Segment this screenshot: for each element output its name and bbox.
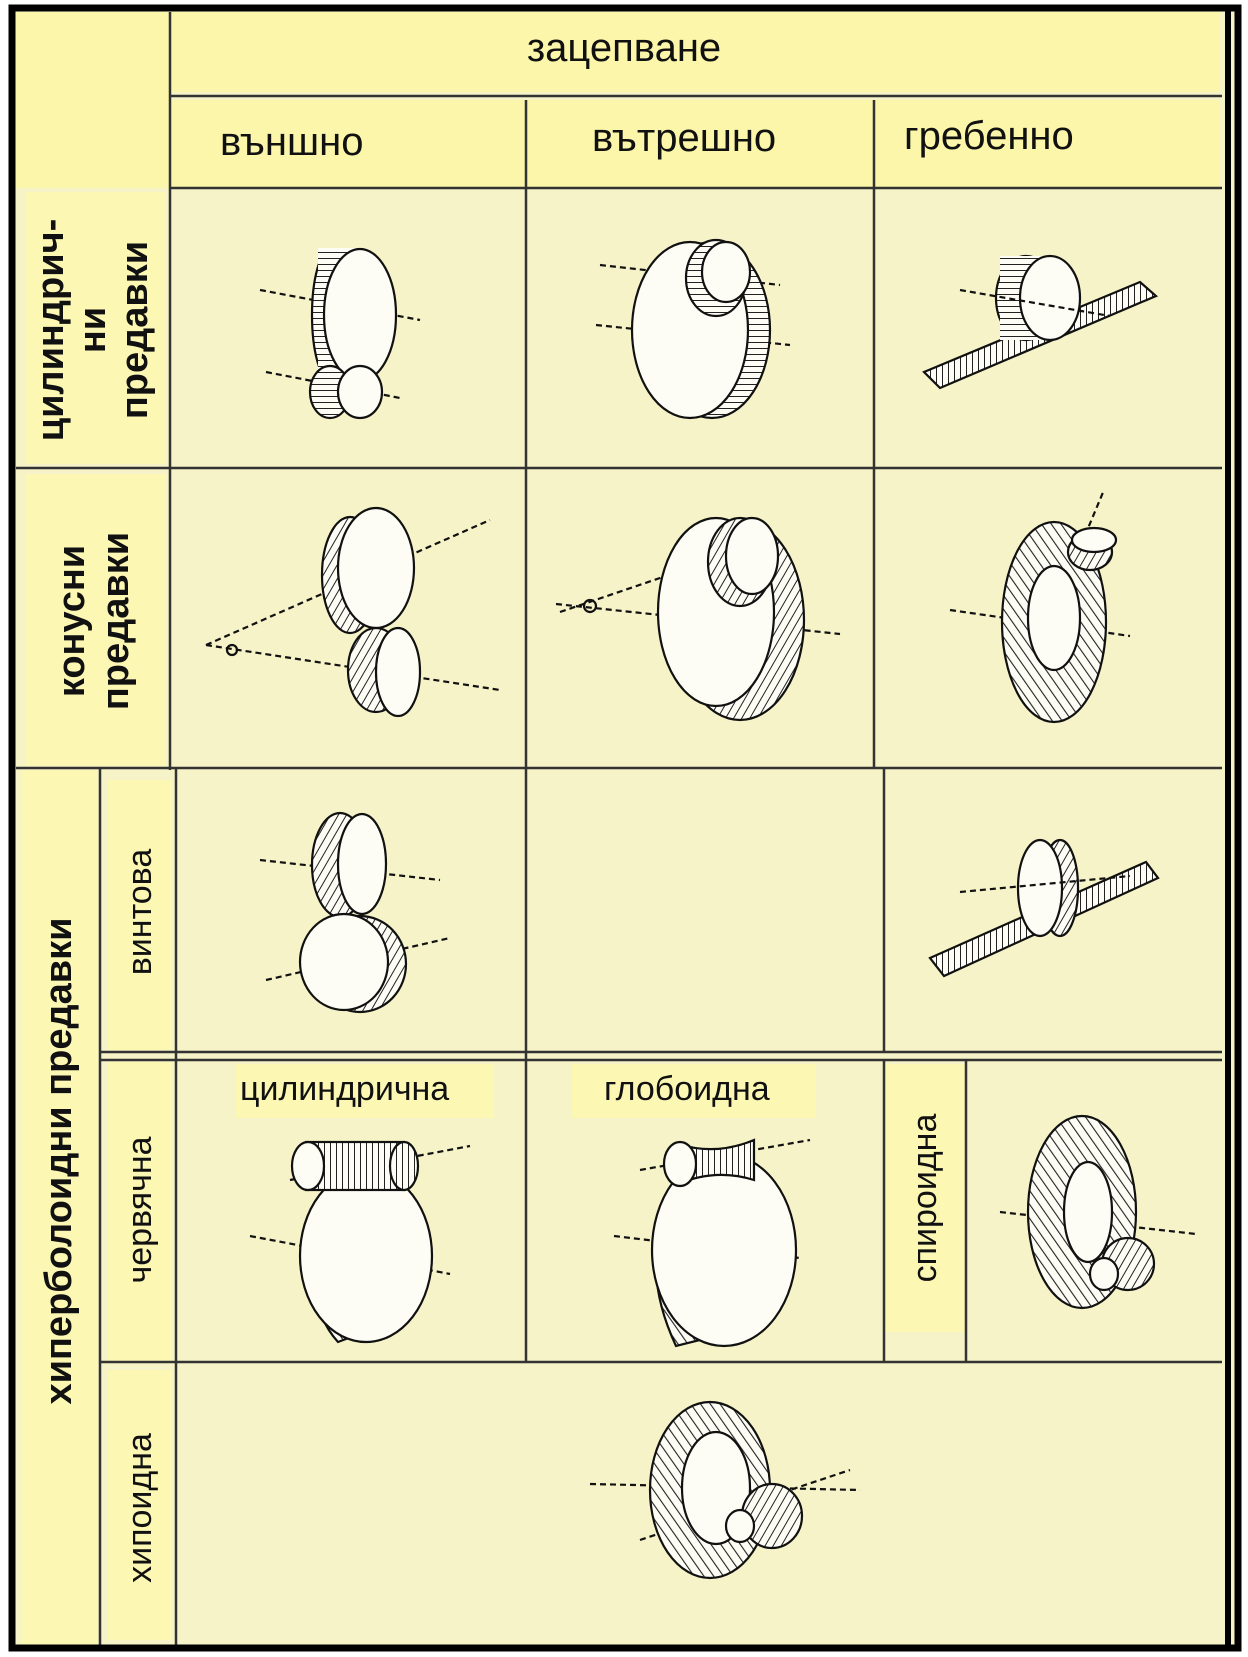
- row-cylindrical-line-2: ни: [72, 306, 114, 354]
- header-band-columns: [172, 100, 1220, 188]
- worm-spiroid-gears: [999, 1114, 1197, 1310]
- screw-external-gears: [259, 811, 451, 1014]
- column-rack-label: гребенно: [904, 114, 1074, 158]
- row-conical-label: конусни предавки: [50, 496, 140, 746]
- bevel-internal-gears: [555, 516, 841, 722]
- label-cylindrical-bg: [236, 1064, 494, 1118]
- label-globoid-bg: [572, 1064, 816, 1118]
- row-label-conical-bg: [26, 474, 166, 766]
- row-label-screw-bg: [108, 780, 172, 1050]
- bevel-crown-gears: [949, 489, 1131, 724]
- header-main-label: зацепване: [526, 26, 722, 70]
- row-hyperboloid-label: хиперболоидни предавки: [38, 917, 80, 1405]
- worm-globoid-label: глобоидна: [604, 1070, 770, 1108]
- cylindrical-external-gears: [259, 247, 421, 420]
- row-screw-label: винтова: [121, 848, 159, 976]
- row-conical-line-2: предавки: [95, 531, 137, 711]
- row-cylindrical-label: цилиндрич- ни предавки: [30, 195, 160, 465]
- bevel-external-gears: [205, 506, 501, 718]
- row-hypoid-label: хипоидна: [121, 1433, 159, 1583]
- row-worm-label: червячна: [121, 1136, 159, 1284]
- row-cylindrical-line-3: предавки: [114, 240, 156, 420]
- row-cylindrical-line-1: цилиндрич-: [30, 218, 72, 442]
- worm-globoid-gears: [613, 1138, 811, 1348]
- cylindrical-rack-gears: [922, 254, 1159, 390]
- worm-cylindrical-label: цилиндрична: [240, 1070, 450, 1108]
- corner-cell: [16, 12, 172, 188]
- grid: [16, 12, 1222, 1646]
- row-conical-line-1: конусни: [51, 544, 93, 698]
- worm-cylindrical-gears: [249, 1140, 471, 1344]
- outer-frame: [8, 4, 1242, 1652]
- column-internal-label: вътрешно: [592, 116, 777, 160]
- cylindrical-internal-gears: [595, 238, 791, 420]
- screw-rack-gears: [928, 838, 1160, 978]
- row-label-worm-bg: [108, 1062, 172, 1362]
- column-external-label: външно: [220, 120, 364, 164]
- row-label-cylindrical-bg: [26, 192, 166, 464]
- header-band-top: [172, 12, 1220, 92]
- row-label-hypoid-bg: [108, 1370, 172, 1640]
- label-spiroid-bg: [884, 1064, 966, 1332]
- worm-spiroid-label: спироидна: [906, 1113, 944, 1283]
- row-label-hyperboloid-bg: [22, 770, 98, 1646]
- hypoid-gears: [589, 1400, 861, 1580]
